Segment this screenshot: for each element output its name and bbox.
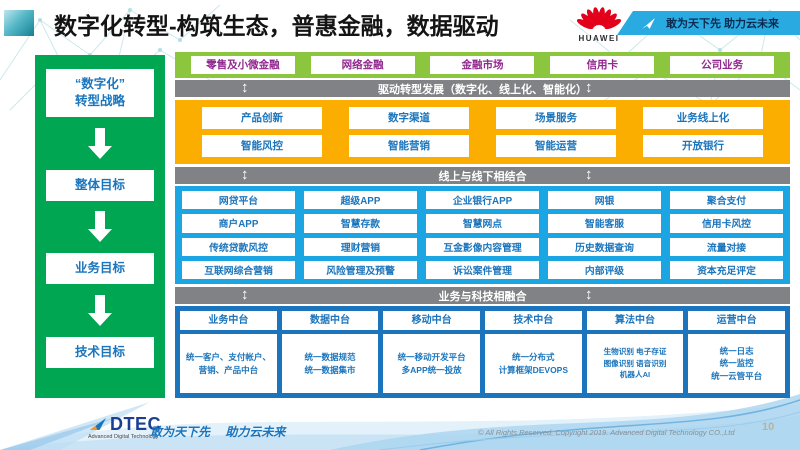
channel-item: 内部评级: [548, 260, 661, 279]
platform-column: 运营中台 统一日志 统一监控 统一云管平台: [688, 311, 785, 393]
transform-item: 智能营销: [349, 135, 469, 158]
channel-item: 智慧存款: [304, 214, 417, 233]
footer-slogan: 敢为天下先 助力云未来: [150, 425, 286, 439]
sidebar-item-tech-goal: 技术目标: [46, 337, 154, 368]
platform-section: 业务中台 统一客户、支付帐户、营销、产品中台 数据中台 统一数据规范 统一数据集…: [175, 306, 790, 398]
platform-column: 移动中台 统一移动开发平台 多APP统一投放: [383, 311, 480, 393]
business-line-item: 公司业务: [670, 56, 775, 74]
sidebar-item-overall-goal: 整体目标: [46, 169, 154, 201]
sidebar-item-business-goal: 业务目标: [46, 253, 154, 285]
platform-title: 数据中台: [281, 311, 379, 330]
huawei-logo-text: HUAWEI: [578, 34, 620, 43]
banner-slogan-text: 敢为天下先 助力云未来: [666, 18, 780, 30]
platform-column: 数据中台 统一数据规范 统一数据集市: [281, 311, 379, 393]
platform-detail: 统一分布式 计算框架DEVOPS: [484, 334, 582, 393]
channel-item: 传统贷款风控: [182, 237, 295, 256]
platform-detail: 统一日志 统一监控 统一云管平台: [688, 334, 785, 393]
transform-item: 场景服务: [496, 106, 616, 129]
channel-item: 资本充足评定: [670, 260, 783, 279]
transform-item: 智能风控: [202, 135, 322, 158]
platform-detail: 统一客户、支付帐户、营销、产品中台: [180, 334, 277, 393]
business-line-item: 网络金融: [310, 56, 415, 74]
business-line-item: 信用卡: [550, 56, 655, 74]
channel-item: 互金影像内容管理: [426, 237, 539, 256]
channel-item: 理财营销: [304, 237, 417, 256]
channel-item: 商户APP: [182, 214, 295, 233]
tech-fusion-label: 业务与科技相融合: [438, 290, 527, 303]
channel-item: 企业银行APP: [426, 191, 539, 210]
business-lines-row: 零售及小微金融 网络金融 金融市场 信用卡 公司业务: [175, 52, 790, 78]
adtec-logo-subtext: Advanced Digital Technology: [88, 434, 159, 440]
updown-arrow-icon: ↕: [585, 166, 593, 183]
transform-section: 产品创新 数字渠道 场景服务 业务线上化 智能风控 智能营销 智能运营 开放银行: [175, 100, 790, 164]
platform-title: 算法中台: [586, 311, 684, 330]
platform-title: 技术中台: [484, 311, 582, 330]
platform-detail: 统一数据规范 统一数据集市: [281, 334, 379, 393]
down-arrow-icon: [88, 127, 112, 159]
paper-plane-icon: [642, 17, 655, 29]
transform-item: 开放银行: [643, 135, 763, 158]
channel-item: 智慧网点: [426, 214, 539, 233]
page-number: 10: [762, 421, 775, 433]
updown-arrow-icon: ↕: [241, 166, 249, 183]
platform-column: 技术中台 统一分布式 计算框架DEVOPS: [484, 311, 582, 393]
channel-item: 诉讼案件管理: [426, 260, 539, 279]
page-title: 数字化转型-构筑生态，普惠金融，数据驱动: [54, 13, 499, 39]
down-arrow-icon: [88, 211, 112, 243]
channel-item: 历史数据查询: [548, 237, 661, 256]
copyright-text: © All Rights Reserved. Copyright 2019. A…: [478, 428, 735, 437]
platform-column: 算法中台 生物识别 电子存证 图像识别 语音识别 机器人AI: [586, 311, 684, 393]
business-line-item: 零售及小微金融: [190, 56, 295, 74]
channel-item: 互联网综合营销: [182, 260, 295, 279]
title-accent-square: [4, 10, 34, 36]
drive-transform-label: 驱动转型发展（数字化、线上化、智能化）: [378, 83, 587, 96]
channel-item: 智能客服: [548, 214, 661, 233]
platform-column: 业务中台 统一客户、支付帐户、营销、产品中台: [180, 311, 277, 393]
updown-arrow-icon: ↕: [585, 79, 593, 96]
drive-transform-bar: ↕ 驱动转型发展（数字化、线上化、智能化） ↕: [175, 79, 790, 97]
online-offline-label: 线上与线下相结合: [438, 170, 527, 183]
adtec-logo: DTEC: [88, 414, 161, 434]
transform-item: 数字渠道: [349, 106, 469, 129]
channel-item: 流量对接: [670, 237, 783, 256]
channel-section: 网贷平台 超级APP 企业银行APP 网银 聚合支付 商户APP 智慧存款 智慧…: [175, 186, 790, 284]
channel-item: 网银: [548, 191, 661, 210]
channel-item: 聚合支付: [670, 191, 783, 210]
platform-detail: 生物识别 电子存证 图像识别 语音识别 机器人AI: [586, 334, 684, 393]
channel-item: 风险管理及预警: [304, 260, 417, 279]
down-arrow-icon: [88, 295, 112, 327]
sidebar-item-strategy: “数字化” 转型战略: [46, 69, 154, 117]
channel-item: 超级APP: [304, 191, 417, 210]
updown-arrow-icon: ↕: [241, 286, 249, 303]
adtec-logo-text: DTEC: [110, 414, 161, 434]
updown-arrow-icon: ↕: [585, 286, 593, 303]
slogan-banner: 敢为天下先 助力云未来: [617, 11, 800, 35]
online-offline-bar: ↕ 线上与线下相结合 ↕: [175, 166, 790, 184]
channel-item: 信用卡风控: [670, 214, 783, 233]
transform-item: 产品创新: [202, 106, 322, 129]
platform-title: 运营中台: [688, 311, 785, 330]
updown-arrow-icon: ↕: [241, 79, 249, 96]
platform-detail: 统一移动开发平台 多APP统一投放: [383, 334, 480, 393]
channel-item: 网贷平台: [182, 191, 295, 210]
transform-item: 业务线上化: [643, 106, 763, 129]
business-line-item: 金融市场: [430, 56, 535, 74]
strategy-sidebar: “数字化” 转型战略 整体目标 业务目标 技术目标: [35, 55, 165, 398]
platform-title: 业务中台: [180, 311, 277, 330]
platform-title: 移动中台: [383, 311, 480, 330]
transform-item: 智能运营: [496, 135, 616, 158]
footer-wave-decoration: [0, 394, 800, 450]
huawei-flower-icon: [576, 7, 622, 30]
huawei-logo: HUAWEI: [574, 3, 624, 43]
tech-fusion-bar: ↕ 业务与科技相融合 ↕: [175, 286, 790, 304]
adtec-arrow-icon: [90, 418, 106, 430]
